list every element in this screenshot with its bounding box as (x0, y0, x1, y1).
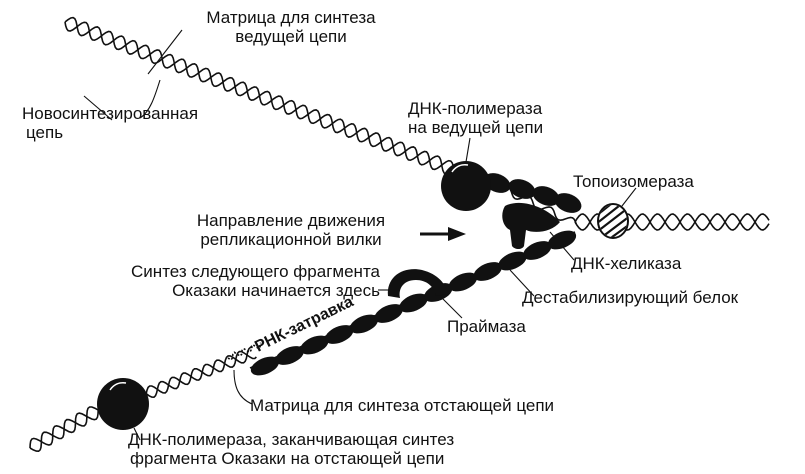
ssb-protein-lower-0 (250, 356, 280, 376)
ssb-protein-lower-9 (473, 262, 502, 281)
lagging-new-strand (134, 346, 253, 399)
polymerase-lagging-label: ДНК-полимераза, заканчивающая синтез фра… (128, 430, 454, 468)
polymerase-lagging-line1: ДНК-полимераза, заканчивающая синтез (128, 430, 455, 449)
ssb-protein-lower-2 (300, 335, 329, 355)
ssb-protein-lower-1 (275, 346, 304, 365)
ssb-protein-upper-2 (532, 186, 560, 206)
polymerase-leading-leader (465, 137, 471, 163)
template-lagging-label: Матрица для синтеза отстающей цепи (250, 396, 555, 415)
ssb-protein-lower-6 (399, 293, 428, 313)
template-lagging-leader (233, 369, 253, 405)
polymerase-leading-line2: на ведущей цепи (408, 118, 544, 137)
ssb-protein-lower-5 (374, 304, 403, 323)
ssb-protein-lower-12 (547, 230, 577, 250)
direction-line1: Направление движения (196, 211, 386, 230)
destabilizing-protein-label: Дестабилизирующий белок (522, 288, 739, 307)
next-fragment-line1: Синтез следующего фрагмента (131, 262, 380, 281)
polymerase-lagging-leader (133, 427, 141, 441)
direction-line2: репликационной вилки (200, 230, 382, 249)
direction-label: Направление движения репликационной вилк… (168, 211, 414, 249)
template-leading-label: Матрица для синтеза ведущей цепи (180, 8, 402, 46)
template-leading-line1: Матрица для синтеза (206, 8, 376, 27)
topoisomerase-shape (597, 203, 629, 239)
ssb-protein-upper-3 (554, 193, 582, 213)
template-leading-leader (147, 29, 183, 75)
ssb-protein-lower-11 (523, 241, 552, 260)
polymerase-leading-label: ДНК-полимераза на ведущей цепи (408, 99, 543, 137)
helicase-shape (502, 202, 560, 249)
new-strand-leader (83, 95, 113, 121)
lagging-new-strand (134, 350, 257, 403)
ssb-protein-lower-10 (498, 251, 527, 271)
new-strand-leader-2 (139, 79, 161, 119)
rna-primer-strand (227, 342, 262, 361)
topoisomerase-label: Топоизомераза (573, 172, 694, 191)
helicase-label: ДНК-хеликаза (571, 254, 682, 273)
ssb-protein-lower-8 (448, 272, 478, 292)
ssb-protein-upper-1 (508, 179, 536, 199)
new-strand-line1: Новосинтезированная (22, 104, 199, 123)
next-fragment-line2: Оказаки начинается здесь (172, 281, 380, 300)
leader-lines (83, 29, 637, 441)
template-leading-line2: ведущей цепи (235, 27, 347, 46)
destabilizing-leader (509, 269, 535, 297)
polymerase-leading-shape (441, 161, 491, 211)
polymerase-lagging-shape (97, 378, 149, 430)
primase-leader (439, 295, 463, 319)
new-strand-line2: цепь (26, 123, 64, 142)
ssb-protein-lower-3 (325, 325, 354, 344)
ssb-protein-lower-4 (349, 314, 379, 334)
primase-label: Праймаза (447, 317, 526, 336)
polymerase-leading-line1: ДНК-полимераза (408, 99, 543, 118)
leading-strand-helix (64, 16, 463, 175)
next-fragment-label: Синтез следующего фрагмента Оказаки начи… (70, 262, 380, 300)
direction-arrow (420, 227, 466, 241)
new-strand-label: Новосинтезированная цепь (22, 104, 198, 142)
polymerase-lagging-line2: фрагмента Оказаки на отстающей цепи (130, 449, 445, 468)
proteins (250, 173, 582, 376)
topoisomerase-leader (621, 187, 637, 207)
leading-strand-helix (64, 21, 458, 179)
primase-shape (387, 269, 448, 298)
